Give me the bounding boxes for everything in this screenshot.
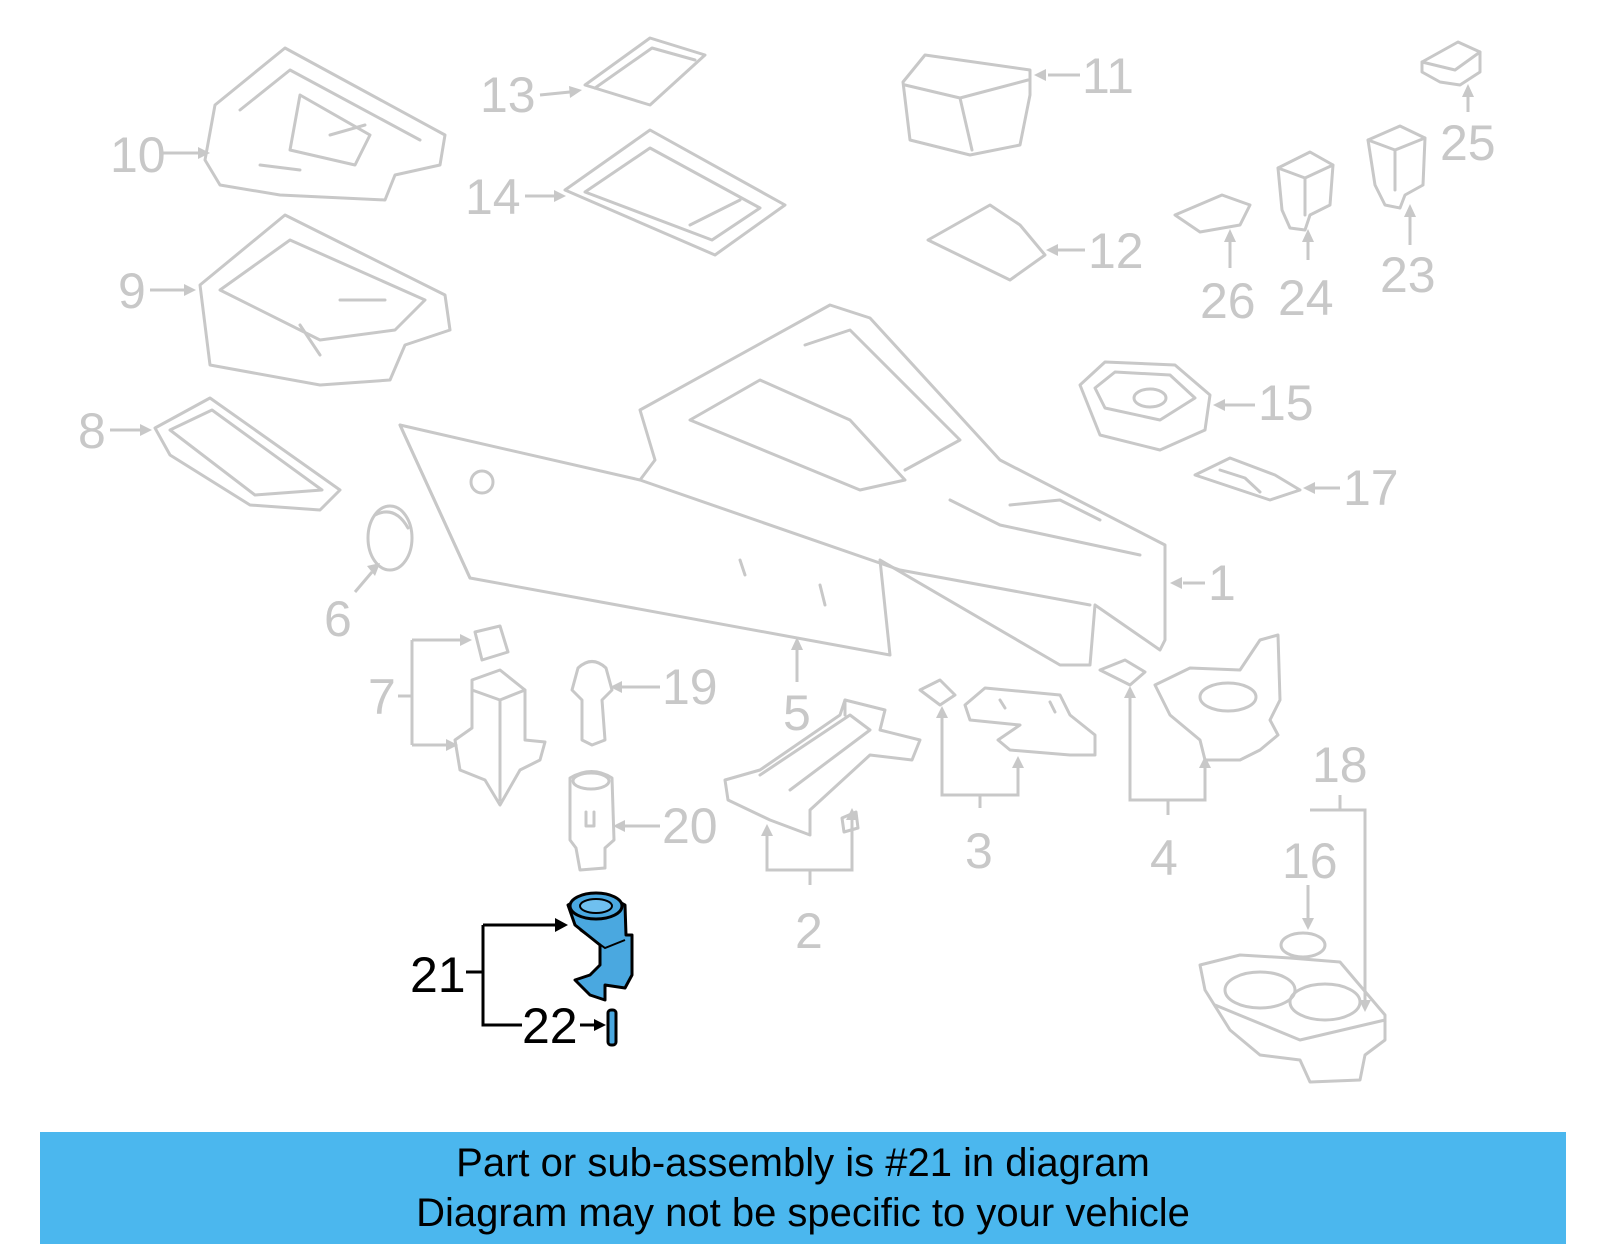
- part-21-highlighted[interactable]: [566, 891, 634, 1002]
- callout-20: 20: [662, 798, 718, 854]
- callout-24: 24: [1278, 270, 1334, 326]
- part-23-switch: 23: [1366, 124, 1436, 303]
- callout-9: 9: [118, 263, 146, 319]
- part-20-socket: 20: [568, 770, 718, 872]
- callout-14: 14: [465, 169, 521, 225]
- part-6-cap: 6: [324, 504, 414, 647]
- callout-2: 2: [795, 903, 823, 959]
- callout-11: 11: [1082, 48, 1134, 104]
- part-16-cup-insert: 16: [1279, 833, 1338, 959]
- callout-13: 13: [480, 67, 536, 123]
- callout-16: 16: [1282, 833, 1338, 889]
- part-25-cover: 25: [1420, 40, 1496, 171]
- part-18-cup-holder: 18: [1198, 737, 1387, 1084]
- part-8-mat: 8: [78, 396, 342, 512]
- callout-group-21-22: 21 22: [410, 918, 606, 1054]
- callout-26: 26: [1200, 273, 1256, 329]
- banner-line-disclaimer: Diagram may not be specific to your vehi…: [416, 1191, 1190, 1235]
- callout-12: 12: [1088, 223, 1144, 279]
- callout-23: 23: [1380, 247, 1436, 303]
- callout-3: 3: [965, 823, 993, 879]
- callout-8: 8: [78, 403, 106, 459]
- part-19-clip: 19: [570, 659, 718, 747]
- callout-18: 18: [1312, 737, 1368, 793]
- part-7-bracket-group: 7: [368, 624, 547, 807]
- banner-line-part: Part or sub-assembly is #21 in diagram: [456, 1141, 1150, 1185]
- callout-19: 19: [662, 659, 718, 715]
- info-banner: Part or sub-assembly is #21 in diagram D…: [40, 1132, 1566, 1244]
- part-3-bracket: 3: [918, 678, 1097, 879]
- part-4-bracket: 4: [1098, 633, 1282, 886]
- callout-7: 7: [368, 669, 396, 725]
- part-1-center-console: 1: [398, 303, 1236, 667]
- callout-22: 22: [522, 998, 578, 1054]
- callout-10: 10: [110, 127, 166, 183]
- part-14-trim-panel: 14: [465, 128, 787, 257]
- part-24-switch: 24: [1276, 150, 1335, 326]
- callout-15: 15: [1258, 375, 1314, 431]
- part-17-bracket: 17: [1193, 456, 1399, 516]
- callout-25: 25: [1440, 115, 1496, 171]
- callout-17: 17: [1343, 460, 1399, 516]
- part-13-lid: 13: [480, 36, 707, 123]
- part-11-storage-bin: 11: [901, 48, 1134, 157]
- callout-1: 1: [1208, 555, 1236, 611]
- part-12-bin-mat: 12: [926, 203, 1144, 282]
- part-22-highlighted-pin[interactable]: [606, 1008, 618, 1047]
- callout-21: 21: [410, 947, 466, 1003]
- part-26-clip: 26: [1173, 193, 1256, 329]
- callout-5: 5: [783, 685, 811, 741]
- part-2-bracket: 2: [723, 698, 922, 959]
- part-5-side-panel: 5: [783, 637, 811, 741]
- callout-4: 4: [1150, 830, 1178, 886]
- part-9-console-tray: 9: [118, 213, 452, 387]
- part-15-tray: 15: [1078, 360, 1314, 452]
- part-10-console-trim: 10: [110, 46, 447, 202]
- callout-6: 6: [324, 591, 352, 647]
